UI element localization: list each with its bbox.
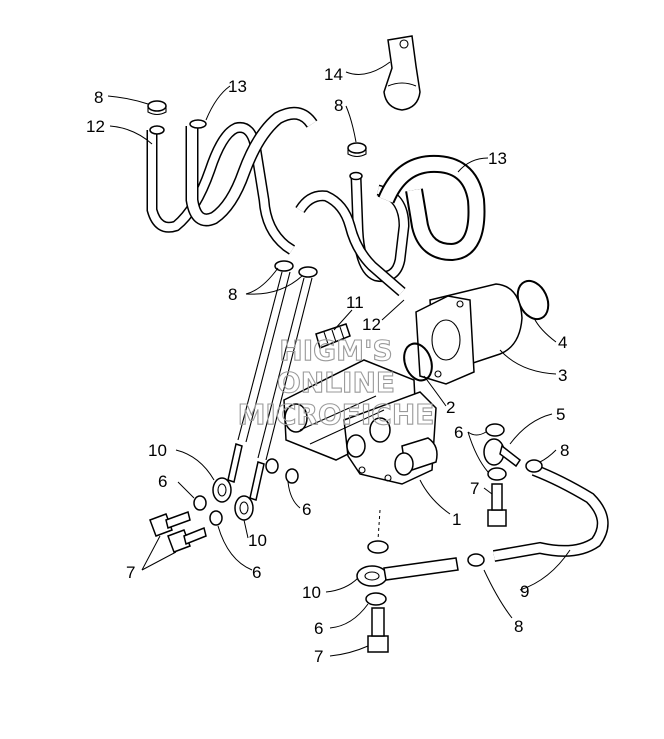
callout-7-lower: 7 — [314, 647, 323, 666]
part-10-banjo-left-a — [212, 443, 243, 503]
callout-9: 9 — [520, 582, 529, 601]
callout-11: 11 — [346, 293, 364, 312]
callout-7-left: 7 — [126, 563, 135, 582]
callout-8-top-right: 8 — [334, 96, 343, 115]
watermark: HIGM'S ONLINE MICROFICHE — [237, 333, 435, 431]
part-8-clamp-top-right — [347, 142, 367, 158]
part-12-13-right-hose — [295, 154, 486, 297]
callout-7-right: 7 — [470, 479, 479, 498]
part-8-clamp-right — [467, 459, 543, 567]
callout-5: 5 — [556, 405, 565, 424]
callout-13-right: 13 — [488, 149, 507, 168]
callout-8-mid-left: 8 — [228, 285, 237, 304]
part-8-clamp-mid-left — [274, 260, 318, 278]
part-8-clamp-top-left — [147, 100, 167, 116]
watermark-line-1: HIGM'S — [279, 334, 392, 367]
callout-10-lower: 10 — [302, 583, 321, 602]
part-2-gasket — [403, 342, 433, 382]
callout-6-center: 6 — [302, 500, 311, 519]
part-5-fitting — [483, 438, 522, 468]
callout-12-left: 12 — [86, 117, 105, 136]
callout-10-left: 10 — [148, 441, 167, 460]
callout-6-left-upper: 6 — [158, 472, 167, 491]
part-9-hose — [492, 464, 609, 562]
callout-3: 3 — [558, 366, 567, 385]
callout-6-left-lower: 6 — [252, 563, 261, 582]
watermark-line-2: ONLINE — [277, 366, 395, 399]
callout-8-right: 8 — [560, 441, 569, 460]
callout-13-top: 13 — [228, 77, 247, 96]
callout-8-lower-right: 8 — [514, 617, 523, 636]
leader-lines — [107, 61, 571, 657]
callout-6-right: 6 — [454, 423, 463, 442]
part-6-washers — [193, 423, 507, 606]
callout-6-lower: 6 — [314, 619, 323, 638]
callout-12-mid: 12 — [362, 315, 381, 334]
part-10-banjo-left-b — [234, 461, 265, 521]
callout-8-top-left: 8 — [94, 88, 103, 107]
watermark-line-3: MICROFICHE — [238, 398, 435, 431]
part-10-banjo-lower — [356, 557, 459, 587]
part-7-bolts — [149, 483, 507, 653]
callout-2: 2 — [446, 398, 455, 417]
callout-14: 14 — [324, 65, 343, 84]
callout-1: 1 — [452, 510, 461, 529]
callout-4: 4 — [558, 333, 567, 352]
tubes-to-fittings — [237, 271, 313, 461]
part-12-13-left-hose — [146, 106, 318, 255]
callout-10-mid: 10 — [248, 531, 267, 550]
part-1-pump-body — [283, 359, 438, 485]
callout-labels: 14 13 8 12 8 13 8 11 12 4 3 2 5 8 6 7 10… — [86, 65, 569, 666]
part-14-clip — [383, 35, 421, 111]
